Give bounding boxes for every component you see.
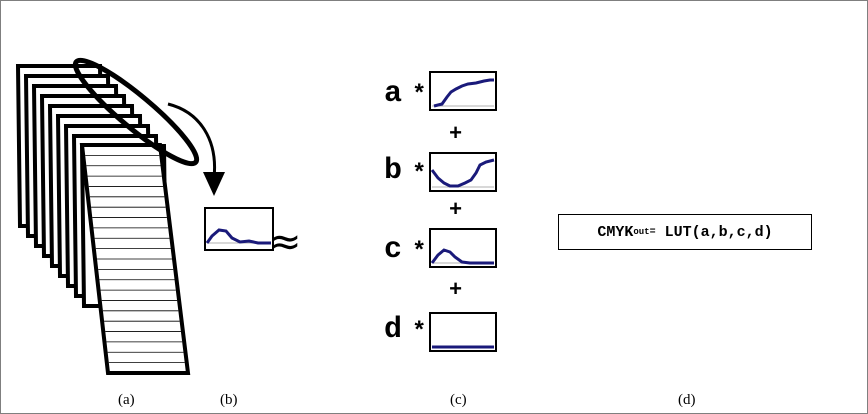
sample-spectrum-plot [204, 207, 274, 251]
caption-b: (b) [220, 392, 238, 408]
coefficient-a: a [384, 77, 403, 111]
plus-sign-1: + [449, 122, 463, 147]
coefficient-d: d [384, 313, 403, 347]
stacked-spectral-sheets [15, 64, 191, 375]
formula-equals: = [649, 226, 656, 238]
multiply-sign-c: * [412, 239, 427, 266]
curved-arrow [167, 102, 217, 179]
caption-d: (d) [678, 392, 696, 408]
formula-cmyk: CMYK [597, 223, 634, 241]
multiply-sign-d: * [412, 319, 427, 346]
sample-spectrum-curve [205, 228, 271, 245]
caption-c: (c) [450, 392, 467, 408]
basis-plot-c [429, 228, 497, 268]
basis-plot-a [429, 71, 497, 111]
basis-plot-b [429, 152, 497, 192]
multiply-sign-b: * [412, 161, 427, 188]
basis-curve-a [433, 78, 494, 108]
plus-sign-2: + [449, 198, 463, 223]
basis-curve-b [430, 158, 495, 188]
caption-a: (a) [118, 392, 135, 408]
approx-symbol: ≈ [268, 219, 302, 265]
arrowhead [203, 172, 225, 196]
multiply-sign-a: * [412, 82, 427, 109]
selection-ellipse [72, 57, 200, 167]
coefficient-b: b [384, 154, 403, 188]
formula-out-subscript: out [633, 227, 650, 237]
formula-lut-expression: LUT(a,b,c,d) [655, 223, 773, 241]
plus-sign-3: + [449, 278, 463, 303]
basis-curve-c [430, 248, 494, 265]
coefficient-c: c [384, 233, 403, 267]
basis-plot-d [429, 312, 497, 352]
